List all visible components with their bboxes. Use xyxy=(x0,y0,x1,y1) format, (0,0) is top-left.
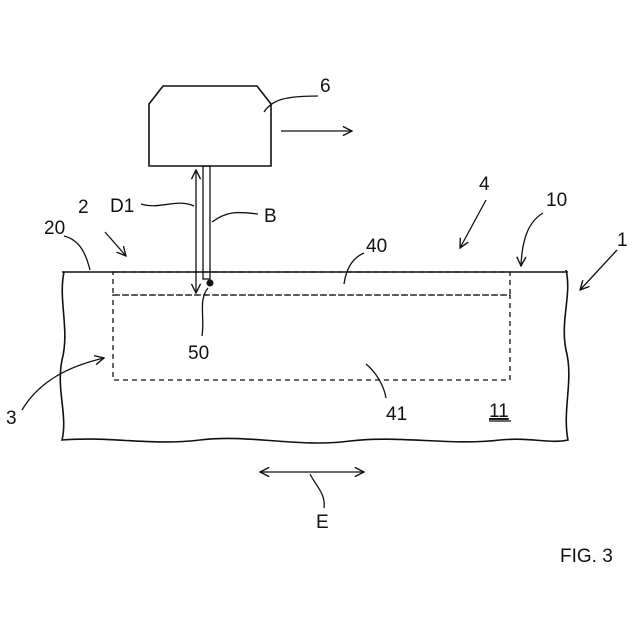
label-device: 6 xyxy=(320,76,331,97)
leader-device xyxy=(264,96,318,112)
label-zone: 3 xyxy=(6,408,17,429)
leader-layer-41 xyxy=(366,364,386,398)
label-distance: D1 xyxy=(110,196,134,217)
leader-section xyxy=(460,200,486,248)
label-beam: B xyxy=(264,206,277,227)
leader-region xyxy=(105,232,126,256)
point-50-dot xyxy=(207,280,214,287)
label-workpiece: 1 xyxy=(617,230,628,251)
label-surface: 10 xyxy=(546,190,567,211)
layer-40-outline xyxy=(113,272,510,295)
label-layer-bottom: 41 xyxy=(386,404,407,425)
device-beam-column xyxy=(203,166,210,279)
leader-zone xyxy=(22,358,104,410)
layer-41-outline xyxy=(113,295,510,380)
label-region: 2 xyxy=(78,197,89,218)
leader-beam xyxy=(212,212,258,222)
label-direction: E xyxy=(316,512,329,533)
leader-layer-40 xyxy=(344,253,364,284)
label-layer-top: 40 xyxy=(366,236,387,257)
label-body: 11 xyxy=(489,401,509,422)
label-point: 50 xyxy=(188,343,209,364)
figure-caption: FIG. 3 xyxy=(560,546,613,567)
leader-d1 xyxy=(141,203,194,206)
leader-surface xyxy=(521,213,543,266)
leader-edge xyxy=(64,236,90,270)
label-edge: 20 xyxy=(44,218,65,239)
label-section: 4 xyxy=(479,174,490,195)
device-housing xyxy=(149,86,271,166)
leader-direction xyxy=(310,474,324,508)
leader-workpiece xyxy=(580,250,617,290)
